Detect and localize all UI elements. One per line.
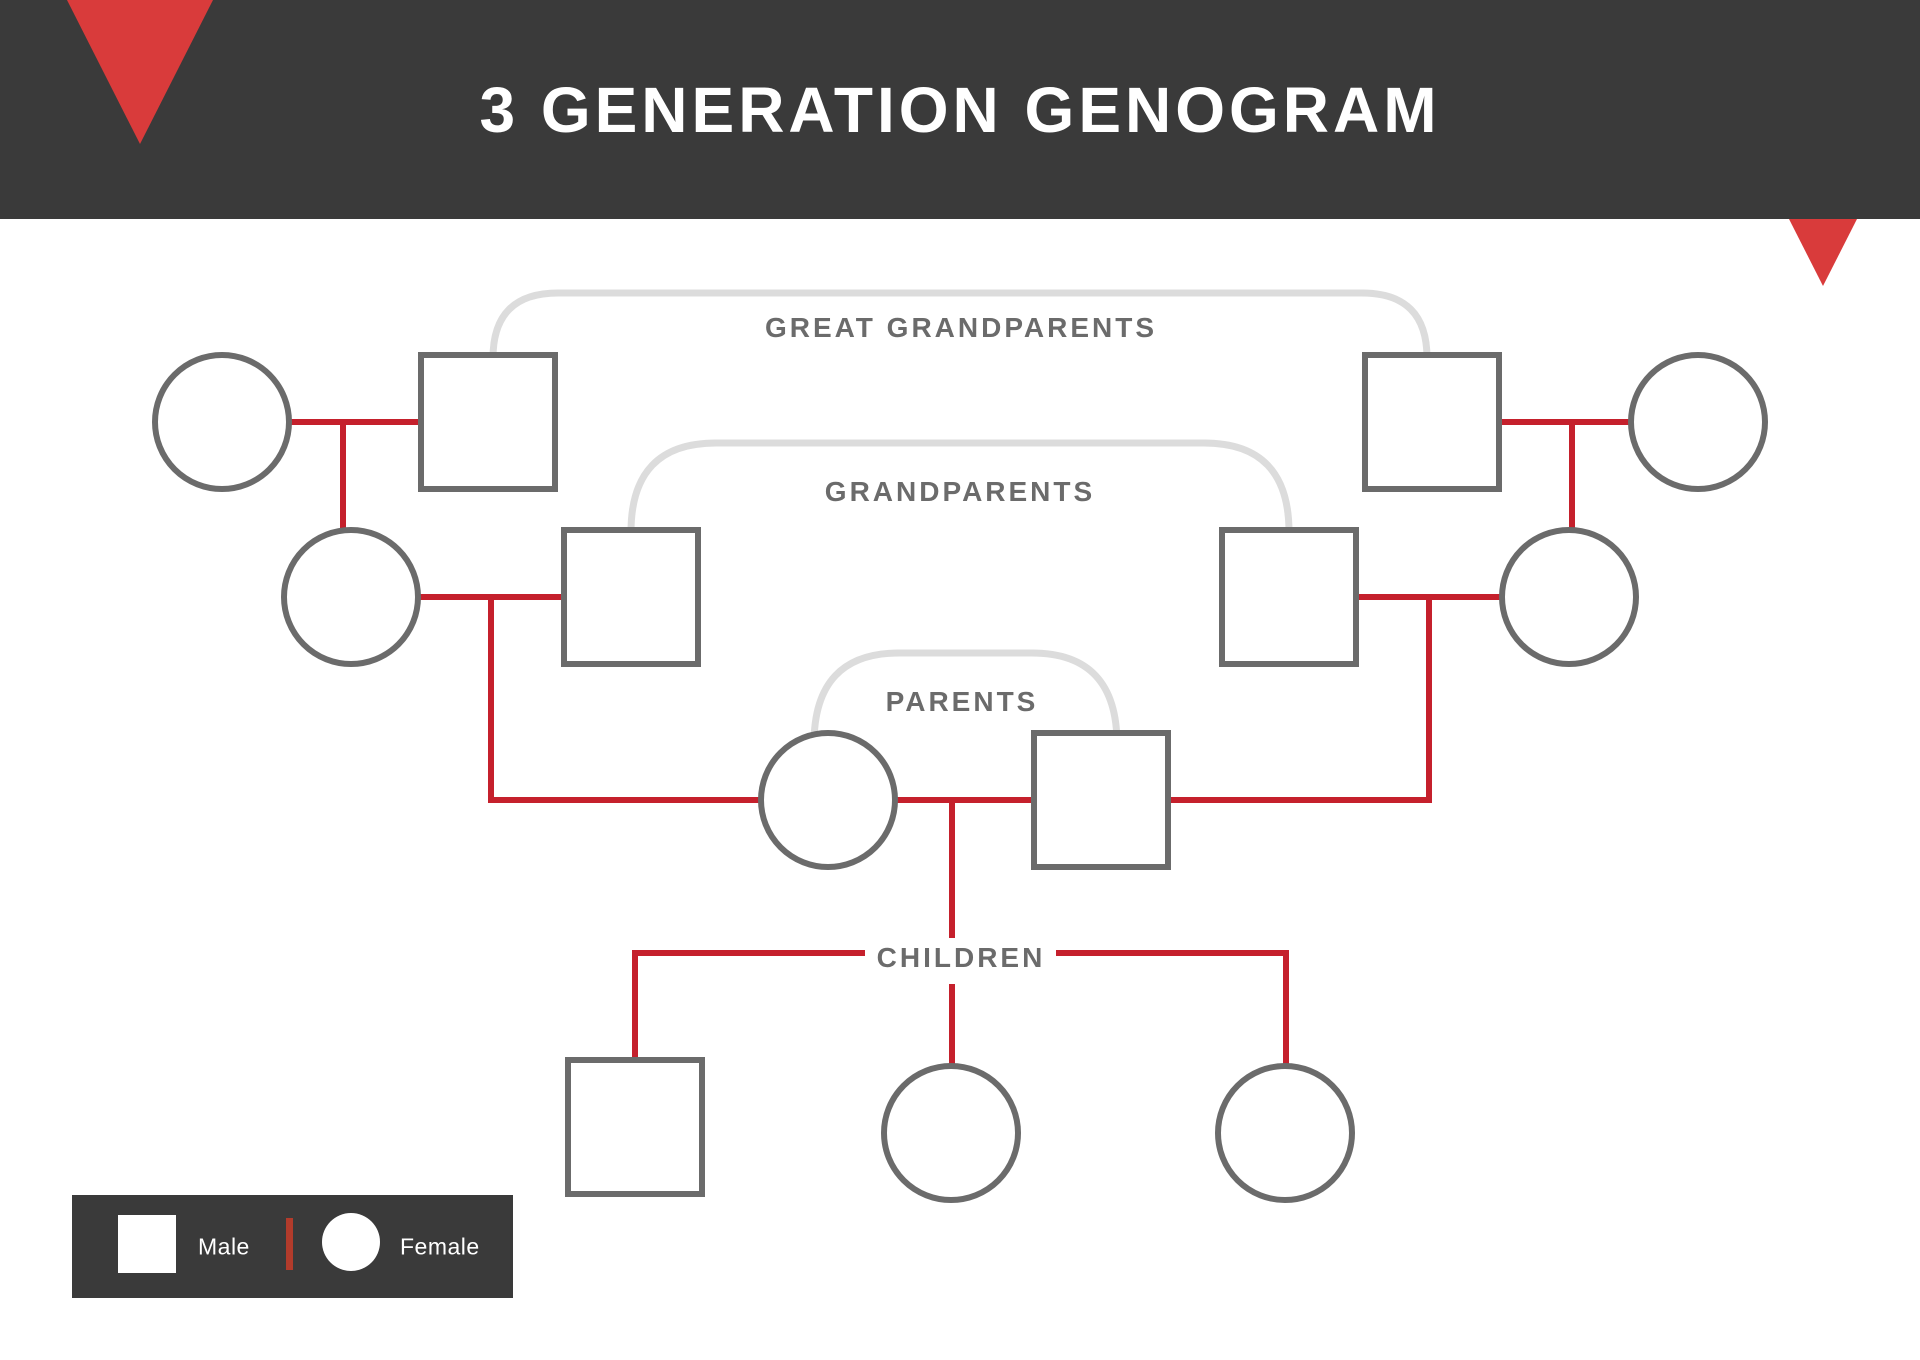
grandfather-left-square xyxy=(561,527,701,667)
female-circle-icon xyxy=(322,1213,380,1271)
header-bar: 3 GENERATION GENOGRAM xyxy=(0,0,1920,219)
great-grandfather-right-square xyxy=(1362,352,1502,492)
grandparents-label: GRANDPARENTS xyxy=(824,476,1096,507)
mother-circle xyxy=(758,730,898,870)
grandparents-bracket xyxy=(627,439,1293,533)
parents-label: PARENTS xyxy=(885,686,1039,717)
red-triangle-right-icon xyxy=(1789,219,1857,286)
gp-right-descent-elbow xyxy=(1167,597,1432,803)
great-grandmother-right-circle xyxy=(1628,352,1768,492)
legend: Male Female xyxy=(72,1195,513,1298)
legend-female-label: Female xyxy=(400,1233,480,1259)
grandfather-right-square xyxy=(1219,527,1359,667)
child-female-circle-2 xyxy=(1215,1063,1355,1203)
legend-divider xyxy=(286,1218,293,1270)
great-grandmother-left-circle xyxy=(152,352,292,492)
grandmother-right-circle xyxy=(1499,527,1639,667)
great-grandfather-left-square xyxy=(418,352,558,492)
child-female-circle-1 xyxy=(881,1063,1021,1203)
page-title: 3 GENERATION GENOGRAM xyxy=(479,73,1441,146)
parents-bracket xyxy=(810,649,1121,745)
children-bus-right xyxy=(1056,950,1289,1067)
father-square xyxy=(1031,730,1171,870)
legend-male-label: Male xyxy=(198,1233,250,1259)
great-grandparents-bracket xyxy=(489,289,1431,359)
red-triangle-left-icon xyxy=(67,0,213,144)
great-grandparents-label: GREAT GRANDPARENTS xyxy=(764,312,1158,343)
children-label: CHILDREN xyxy=(876,942,1046,973)
grandmother-left-circle xyxy=(281,527,421,667)
gp-left-descent-elbow xyxy=(488,597,762,803)
children-bus-left xyxy=(632,950,865,1058)
child-male-square xyxy=(565,1057,705,1197)
male-square-icon xyxy=(118,1215,176,1273)
